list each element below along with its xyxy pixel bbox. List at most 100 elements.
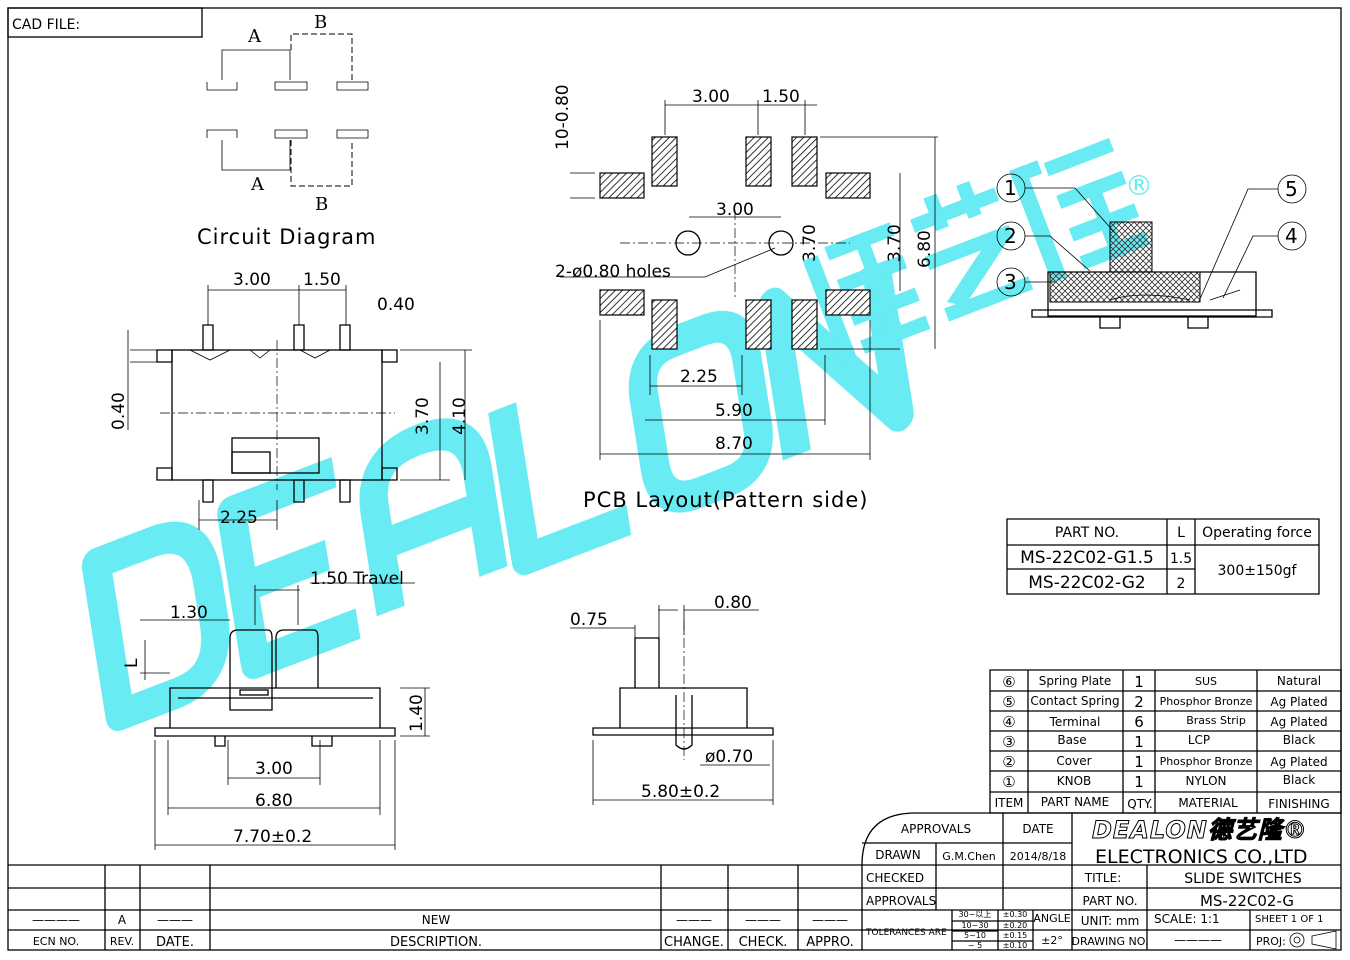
bom-part-name: Terminal xyxy=(1049,715,1101,729)
checked-label: CHECKED xyxy=(866,871,924,885)
part-number-cell: MS-22C02-G2 xyxy=(1028,573,1145,593)
revision-header: ECN NO. xyxy=(33,935,79,948)
tolerance-value: ±0.30 xyxy=(1003,910,1028,919)
watermark-letter-e xyxy=(217,457,361,680)
dim-label: 8.70 xyxy=(715,434,753,454)
bom-item: ④ xyxy=(1002,713,1015,731)
callout-3: 3 xyxy=(1004,270,1017,294)
dim-label: 2.25 xyxy=(220,508,258,528)
bom-header: QTY. xyxy=(1127,797,1153,811)
tolerance-range: 10~30 xyxy=(961,921,988,930)
unit-label: UNIT: mm xyxy=(1081,914,1140,928)
bom-part-name: Spring Plate xyxy=(1039,674,1112,688)
table-header: Operating force xyxy=(1202,525,1312,541)
sheet-label: SHEET 1 OF 1 xyxy=(1255,914,1324,925)
dim-label: 5.80±0.2 xyxy=(641,782,720,802)
dim-label: 0.75 xyxy=(570,610,608,630)
section-view: 1 2 3 4 5 xyxy=(996,173,1307,329)
description-value: NEW xyxy=(422,913,451,927)
watermark-letter-d xyxy=(81,521,230,732)
part-number-cell: MS-22C02-G1.5 xyxy=(1020,548,1154,568)
bom-part-name: Base xyxy=(1057,733,1086,747)
approvals-label: APPROVALS xyxy=(866,894,936,908)
dim-label: 3.00 xyxy=(255,759,293,779)
drawing-no-value: ———— xyxy=(1174,933,1222,947)
company-logo: DEALON德艺隆® xyxy=(1092,816,1308,844)
dim-label: 0.40 xyxy=(377,295,415,315)
dim-label: 5.90 xyxy=(715,401,753,421)
dim-label: 2.25 xyxy=(680,367,718,387)
angle-label: ANGLE xyxy=(1033,912,1070,925)
dim-label: 3.70 xyxy=(885,224,905,262)
rev-value: A xyxy=(118,913,127,927)
bom-finishing: Black xyxy=(1283,773,1316,787)
watermark-letter-o xyxy=(628,310,773,513)
watermark-letter-l xyxy=(488,402,632,576)
circuit-diagram-title: Circuit Diagram xyxy=(197,225,376,249)
dim-label: 1.50 xyxy=(762,87,800,107)
pcb-layout: 3.00 1.50 10-0.80 3.00 2-ø0.80 holes 3.7… xyxy=(553,84,938,512)
title-label: TITLE: xyxy=(1084,871,1122,885)
bom-item: ② xyxy=(1002,753,1015,771)
bom-part-name: Contact Spring xyxy=(1030,694,1119,708)
holes-note: 2-ø0.80 holes xyxy=(555,262,671,282)
bom-item: ⑤ xyxy=(1002,693,1015,711)
bom-header: MATERIAL xyxy=(1178,796,1238,810)
dim-label: 1.30 xyxy=(170,603,208,623)
bom-item: ⑥ xyxy=(1002,673,1015,691)
bom-qty: 6 xyxy=(1134,713,1144,731)
length-cell: 2 xyxy=(1177,576,1186,592)
watermark-chinese-glyphs xyxy=(802,138,1150,364)
bom-item: ① xyxy=(1002,773,1015,791)
drawing-no-label: DRAWING NO. xyxy=(1072,935,1149,948)
top-view: 3.00 1.50 0.40 0.40 3.70 4.10 2.25 xyxy=(109,270,472,530)
bom-material: LCP xyxy=(1188,733,1210,747)
change-value: ——— xyxy=(676,913,712,927)
tolerance-range: ~ 5 xyxy=(968,941,982,950)
drawn-label: DRAWN xyxy=(875,848,921,862)
bom-table: ⑥ Spring Plate 1 SUS Natural ⑤ Contact S… xyxy=(989,669,1342,814)
part-no-label: PART NO. xyxy=(1082,894,1137,908)
bom-qty: 1 xyxy=(1134,753,1144,771)
dim-label: 1.50 xyxy=(303,270,341,290)
travel-label: 1.50 Travel xyxy=(310,569,404,589)
pin-label-b: B xyxy=(314,12,327,33)
revision-header: APPRO. xyxy=(806,935,853,950)
bom-qty: 2 xyxy=(1134,693,1144,711)
revision-header: DESCRIPTION. xyxy=(390,935,482,950)
title-block: APPROVALS DATE DRAWN G.M.Chen 2014/8/18 … xyxy=(861,812,1341,950)
callout-1: 1 xyxy=(1004,176,1017,200)
dim-label: L xyxy=(122,658,142,668)
dim-label: 7.70±0.2 xyxy=(233,827,312,847)
bom-qty: 1 xyxy=(1134,773,1144,791)
projection-label: PROJ: xyxy=(1256,935,1286,948)
bom-finishing: Black xyxy=(1283,733,1316,747)
dim-label: 3.00 xyxy=(692,87,730,107)
dim-label: 6.80 xyxy=(255,791,293,811)
approvals-label: APPROVALS xyxy=(901,822,971,836)
dim-label: 1.40 xyxy=(407,694,427,732)
date-label: DATE xyxy=(1022,822,1053,836)
length-cell: 1.5 xyxy=(1170,551,1192,567)
cad-file-label: CAD FILE: xyxy=(12,17,80,33)
bom-qty: 1 xyxy=(1134,733,1144,751)
pin-label-b: B xyxy=(315,194,328,215)
revision-header: REV. xyxy=(110,935,134,948)
bom-header: PART NAME xyxy=(1041,795,1109,809)
pin-label-a: A xyxy=(250,174,265,195)
pcb-layout-title: PCB Layout(Pattern side) xyxy=(583,488,868,512)
projection-symbol-icon xyxy=(1289,930,1337,950)
bom-finishing: Ag Plated xyxy=(1270,755,1327,769)
circuit-diagram: A B A B Circuit Diagram xyxy=(197,12,376,249)
watermark-letter-a xyxy=(359,418,508,617)
bom-part-name: KNOB xyxy=(1057,774,1092,788)
dim-label: 0.40 xyxy=(109,392,129,430)
dim-label: 10-0.80 xyxy=(553,84,573,150)
appro-value: ——— xyxy=(812,913,848,927)
bom-item: ③ xyxy=(1002,733,1015,751)
drawing-title: SLIDE SWITCHES xyxy=(1184,871,1302,887)
tolerances-label: TOLERANCES ARE xyxy=(865,928,947,938)
ecn-no-value: ———— xyxy=(32,913,80,927)
tolerance-value: ±0.15 xyxy=(1003,931,1028,940)
